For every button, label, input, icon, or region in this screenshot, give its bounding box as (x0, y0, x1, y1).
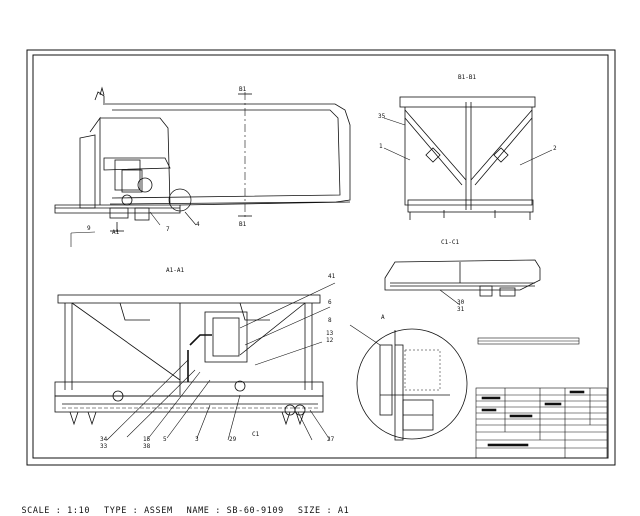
side-elevation-view (54, 86, 351, 247)
callout-1: 1 (379, 143, 383, 150)
callout-8: 8 (328, 317, 332, 324)
callout-12: 12 (326, 337, 334, 344)
title-block (475, 337, 608, 459)
callout-15: 15 (143, 436, 151, 443)
section-a1-view (54, 282, 336, 441)
b1-section-title: B1-B1 (458, 74, 477, 81)
callout-35: 35 (378, 113, 386, 120)
outer-border (26, 49, 616, 466)
callout-9: 9 (87, 225, 91, 232)
drawing-info-footer: SCALE : 1:10 TYPE : ASSEM NAME : SB-60-910… (10, 496, 363, 516)
footer-size: SIZE : A1 (297, 506, 350, 516)
section-c1-view (384, 259, 541, 306)
callout-34: 34 (100, 436, 108, 443)
callout-5: 5 (163, 436, 167, 443)
callout-33: 33 (100, 443, 108, 450)
callout-13: 13 (326, 330, 334, 337)
footer-type: TYPE : ASSEM (104, 506, 173, 516)
section-b1-view (383, 96, 553, 220)
callout-41: 41 (328, 273, 336, 280)
callout-38: 38 (143, 443, 151, 450)
callout-7: 7 (166, 226, 170, 233)
section-mark-c1: C1 (252, 431, 260, 438)
callout-30: 30 (457, 299, 465, 306)
footer-scale: SCALE : 1:10 (21, 506, 91, 516)
c1-section-title: C1-C1 (441, 239, 460, 246)
detail-a-view (349, 324, 468, 441)
section-mark-b1-bottom: B1 (239, 221, 247, 228)
callout-29: 29 (229, 436, 237, 443)
inner-border (32, 54, 609, 459)
callout-3: 3 (195, 436, 199, 443)
detail-a-mark: A (381, 314, 385, 321)
section-mark-b1-top: B1 (239, 86, 247, 93)
callout-31: 31 (457, 306, 465, 313)
section-mark-a1: A1 (112, 229, 120, 236)
callout-6: 6 (328, 299, 332, 306)
callout-27: 27 (327, 436, 335, 443)
a1-section-title: A1-A1 (166, 267, 185, 274)
assembly-drawing-sheet (26, 49, 616, 466)
callout-4-side: 4 (196, 221, 200, 228)
footer-name: NAME : SB-60-9109 (186, 506, 284, 516)
callout-2: 2 (553, 145, 557, 152)
